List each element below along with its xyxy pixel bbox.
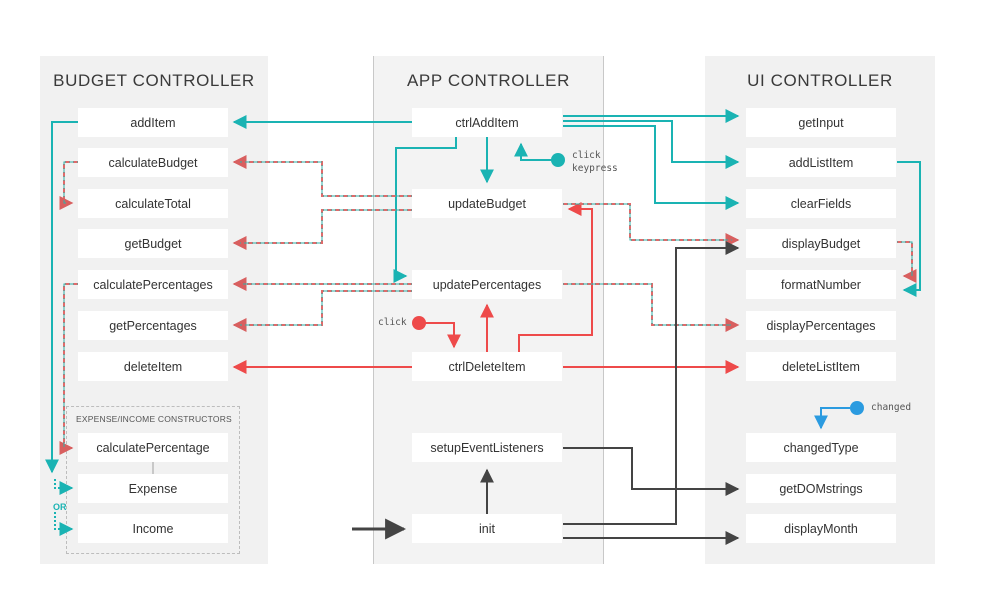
box-updatepercentages: updatePercentages xyxy=(412,270,562,299)
wire-setupeventlisteners-to-getdomstrings xyxy=(563,447,740,496)
wire-ctrldeleteitem-to-updatebudget xyxy=(518,202,593,352)
wire-additem-to-constructors xyxy=(45,121,78,474)
click-event-dot xyxy=(412,316,426,330)
wire-ctrladditem-to-addlistitem xyxy=(563,120,740,169)
wire-addlistitem-to-formatnumber xyxy=(897,161,921,297)
box-additem: addItem xyxy=(78,108,228,137)
box-setupeventlisteners: setupEventListeners xyxy=(412,433,562,462)
box-getbudget: getBudget xyxy=(78,229,228,258)
box-getpercentages: getPercentages xyxy=(78,311,228,340)
box-calculatepercentages: calculatePercentages xyxy=(78,270,228,299)
app-controller-title: APP CONTROLLER xyxy=(406,71,571,90)
box-expense: Expense xyxy=(78,474,228,503)
wire-init-to-displaybudget xyxy=(563,241,740,525)
wire-keypress-to-ctrladditem xyxy=(514,142,552,161)
box-income: Income xyxy=(78,514,228,543)
ui-controller-title: UI CONTROLLER xyxy=(747,71,893,90)
wire-changed-to-changedtype xyxy=(814,407,850,430)
wire-displaybudget-to-formatnumber xyxy=(897,241,917,283)
wire-updatebudget-to-calculatebudget xyxy=(232,155,412,197)
box-getdomstrings: getDOMstrings xyxy=(746,474,896,503)
box-updatebudget: updateBudget xyxy=(412,189,562,218)
box-changedtype: changedType xyxy=(746,433,896,462)
keypress-event-dot xyxy=(551,153,565,167)
box-clearfields: clearFields xyxy=(746,189,896,218)
wire-updatepercentages-to-displaypercentages xyxy=(563,283,740,332)
wire-click-to-ctrldeleteitem xyxy=(420,322,461,349)
wire-ctrladditem-to-updatepercentages xyxy=(393,136,457,283)
expense-income-constructors-group: EXPENSE/INCOME CONSTRUCTORS xyxy=(66,406,240,554)
wire-or-expense xyxy=(54,479,74,495)
box-calculatetotal: calculateTotal xyxy=(78,189,228,218)
constructors-title: EXPENSE/INCOME CONSTRUCTORS xyxy=(76,414,232,424)
event-label-click: click xyxy=(378,317,407,328)
box-addlistitem: addListItem xyxy=(746,148,896,177)
changed-event-dot xyxy=(850,401,864,415)
event-label-changed: changed xyxy=(871,402,912,413)
box-init: init xyxy=(412,514,562,543)
box-ctrladditem: ctrlAddItem xyxy=(412,108,562,137)
box-deleteitem: deleteItem xyxy=(78,352,228,381)
or-label: OR xyxy=(53,502,67,512)
box-calculatebudget: calculateBudget xyxy=(78,148,228,177)
event-label-click-keypress-1: click xyxy=(572,150,601,161)
wire-calculatepercentages-to-calculatepercentage xyxy=(59,283,78,455)
budget-controller-title: BUDGET CONTROLLER xyxy=(53,71,255,90)
box-formatnumber: formatNumber xyxy=(746,270,896,299)
wire-updatebudget-to-getbudget xyxy=(232,209,412,250)
box-displaybudget: displayBudget xyxy=(746,229,896,258)
box-deletelistitem: deleteListItem xyxy=(746,352,896,381)
box-ctrldeleteitem: ctrlDeleteItem xyxy=(412,352,562,381)
box-getinput: getInput xyxy=(746,108,896,137)
wire-ctrladditem-to-clearfields xyxy=(563,125,740,210)
event-label-click-keypress-2: keypress xyxy=(572,163,618,174)
wire-or-income xyxy=(54,512,74,536)
box-calculatepercentage: calculatePercentage xyxy=(78,433,228,462)
box-displaypercentages: displayPercentages xyxy=(746,311,896,340)
box-displaymonth: displayMonth xyxy=(746,514,896,543)
wire-calculatebudget-to-calculatetotal xyxy=(59,161,78,210)
